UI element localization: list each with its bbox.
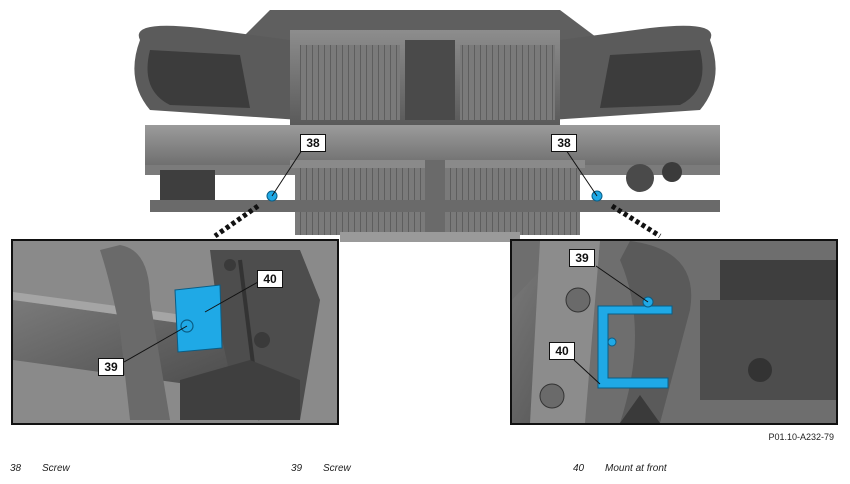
mount-40-right (597, 305, 673, 389)
legend-number: 38 (10, 463, 22, 474)
legend-label: Screw (42, 463, 70, 474)
right-detail-inset (510, 239, 838, 425)
callout-40-right-inset: 40 (549, 342, 575, 360)
legend-label: Mount at front (605, 463, 667, 474)
left-detail-inset (11, 239, 339, 425)
main-view (134, 10, 720, 242)
legend-item-40: 40 Mount at front (573, 463, 667, 474)
legend-label: Screw (323, 463, 351, 474)
callout-40-left-inset: 40 (257, 270, 283, 288)
callout-39-left-inset: 39 (98, 358, 124, 376)
callout-38-right: 38 (551, 134, 577, 152)
legend-item-39: 39 Screw (291, 463, 351, 474)
callout-39-right-inset: 39 (569, 249, 595, 267)
legend-item-38: 38 Screw (10, 463, 70, 474)
callout-38-left: 38 (300, 134, 326, 152)
legend-number: 39 (291, 463, 303, 474)
mount-40-left (174, 284, 223, 353)
figure-code: P01.10-A232-79 (768, 432, 834, 442)
front-end-assembly-diagram (11, 10, 838, 425)
legend-number: 40 (573, 463, 585, 474)
